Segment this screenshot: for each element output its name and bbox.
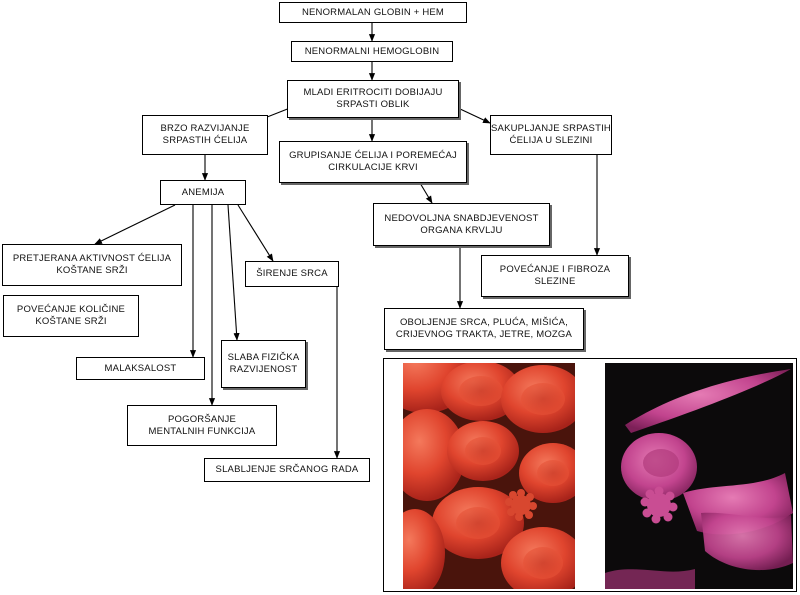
box-poor-supply-line2: ORGANA KRVLJU — [420, 224, 503, 236]
box-rapid-breakdown-line1: BRZO RAZVIJANJE — [160, 123, 250, 134]
box-clumping-line2: CIRKULACIJE KRVI — [328, 162, 418, 173]
box-sickle-shape-line2: SRPASTI OBLIK — [336, 99, 410, 110]
box-heart-enlargement: ŠIRENJE SRCA — [245, 261, 339, 287]
box-heart-weakening: SLABLJENJE SRČANOG RADA — [204, 458, 370, 482]
box-abnormal-globin: NENORMALAN GLOBIN + HEM — [279, 2, 467, 23]
box-heart-weakening-line1: SLABLJENJE SRČANOG RADA — [215, 464, 359, 475]
box-clumping-line1: GRUPISANJE ĆELIJA I POREMEĆAJ — [289, 150, 457, 161]
arrow-clumping-to-supply — [419, 182, 433, 204]
box-weakness-line1: MALAKSALOST — [104, 362, 177, 374]
box-marrow-increase: POVEĆANJE KOLIČINE KOŠTANE SRŽI — [3, 295, 139, 337]
sickle-cells-photo — [605, 363, 793, 589]
box-marrow-activity-line2: KOŠTANE SRŽI — [56, 265, 128, 276]
box-heart-enlargement-line1: ŠIRENJE SRCA — [256, 268, 328, 279]
box-abnormal-hemoglobin: NENORMALNI HEMOGLOBIN — [291, 41, 453, 62]
box-poor-development-line1: SLABA FIZIČKA — [227, 352, 300, 363]
box-marrow-increase-line1: POVEĆANJE KOLIČINE — [16, 304, 126, 315]
box-spleen-fibrosis: POVEĆANJE I FIBROZA SLEZINE — [481, 255, 629, 297]
arrow-sickle-to-spleen — [457, 107, 491, 124]
box-anemia: ANEMIJA — [160, 180, 246, 205]
box-spleen-accumulation-line1: SAKUPLJANJE SRPASTIH — [491, 123, 611, 134]
red-blood-cells-illustration — [403, 363, 575, 589]
box-marrow-activity-line1: PRETJERANA AKTIVNOST ĆELIJA — [12, 253, 172, 264]
box-weakness: MALAKSALOST — [76, 357, 205, 380]
box-mental-decline-line1: POGORŠANJE — [168, 413, 236, 425]
box-organ-disease-line1: OBOLJENJE SRCA, PLUĆA, MIŠIĆA, — [399, 317, 569, 328]
sickle-cells-illustration — [605, 363, 793, 589]
box-marrow-activity: PRETJERANA AKTIVNOST ĆELIJA KOŠTANE SRŽI — [2, 244, 182, 286]
box-abnormal-hemoglobin-line1: NENORMALNI HEMOGLOBIN — [304, 45, 440, 57]
box-sickle-shape: MLADI ERITROCITI DOBIJAJU SRPASTI OBLIK — [287, 80, 459, 118]
arrow-anemia-to-heart — [237, 204, 274, 262]
box-marrow-increase-line2: KOŠTANE SRŽI — [35, 316, 107, 327]
cell-photos-frame — [383, 358, 797, 592]
box-mental-decline-line2: MENTALNIH FUNKCIJA — [148, 425, 256, 437]
red-blood-cells-photo — [403, 363, 575, 589]
box-rapid-breakdown: BRZO RAZVIJANJE SRPASTIH ĆELIJA — [142, 115, 268, 155]
box-mental-decline: POGORŠANJE MENTALNIH FUNKCIJA — [127, 405, 277, 446]
arrow-anemia-to-development — [227, 204, 240, 341]
box-spleen-fibrosis-line2: SLEZINE — [534, 276, 576, 287]
box-rapid-breakdown-line2: SRPASTIH ĆELIJA — [162, 135, 248, 146]
arrow-anemia-to-marrow — [94, 204, 176, 245]
box-organ-disease-line2: CRIJEVNOG TRAKTA, JETRE, MOZGA — [395, 329, 573, 340]
box-abnormal-globin-line1: NENORMALAN GLOBIN + HEM — [301, 6, 445, 18]
box-clumping: GRUPISANJE ĆELIJA I POREMEĆAJ CIRKULACIJ… — [279, 141, 467, 183]
box-spleen-accumulation-line2: ĆELIJA U SLEZINI — [509, 135, 593, 146]
box-poor-supply: NEDOVOLJNA SNABDJEVENOST ORGANA KRVLJU — [373, 203, 550, 246]
box-sickle-shape-line1: MLADI ERITROCITI DOBIJAJU — [303, 87, 443, 98]
box-poor-development: SLABA FIZIČKA RAZVIJENOST — [221, 340, 306, 388]
box-anemia-line1: ANEMIJA — [181, 186, 225, 198]
box-spleen-fibrosis-line1: POVEĆANJE I FIBROZA — [499, 264, 611, 275]
box-poor-development-line2: RAZVIJENOST — [229, 364, 298, 375]
box-spleen-accumulation: SAKUPLJANJE SRPASTIH ĆELIJA U SLEZINI — [490, 115, 612, 155]
box-organ-disease: OBOLJENJE SRCA, PLUĆA, MIŠIĆA, CRIJEVNOG… — [384, 308, 584, 350]
box-poor-supply-line1: NEDOVOLJNA SNABDJEVENOST — [384, 212, 539, 224]
